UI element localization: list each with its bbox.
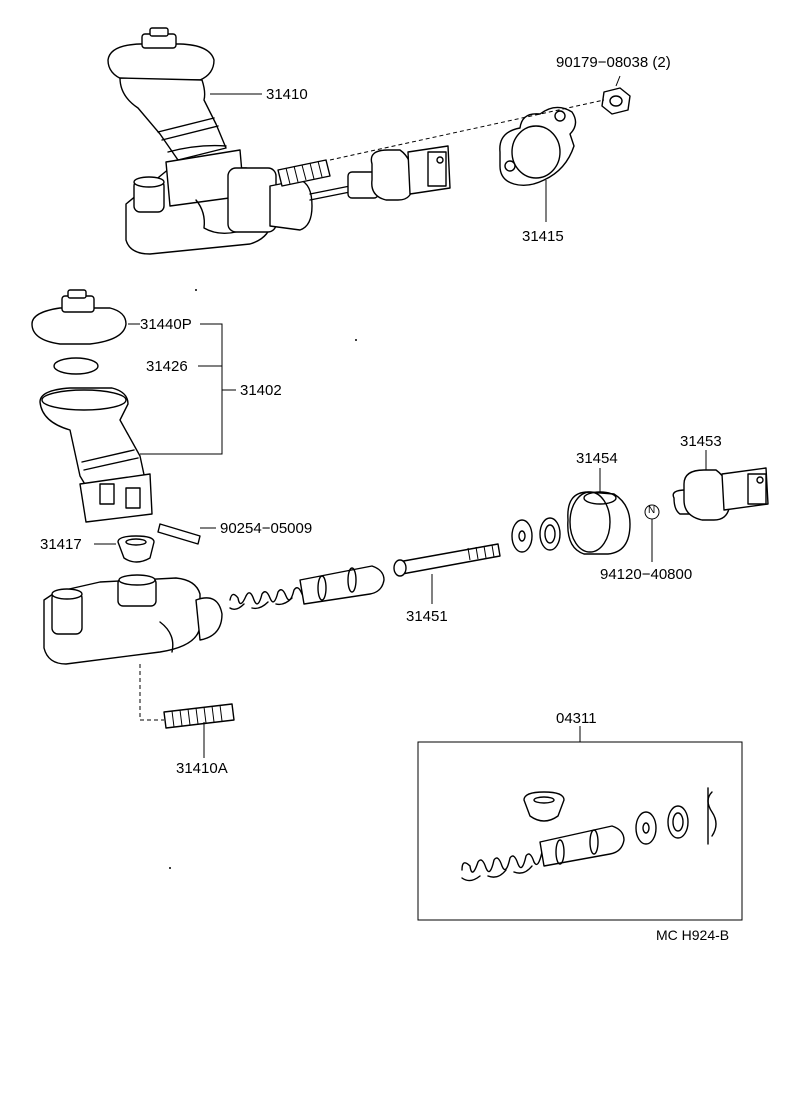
- repair-kit-04311: [417, 726, 743, 921]
- snap-ring: [539, 517, 561, 551]
- label-n-mark: N: [648, 505, 656, 516]
- boot-31454: [567, 491, 631, 555]
- label-31453: 31453: [680, 433, 722, 450]
- stud-31410A: [163, 703, 235, 729]
- label-04311: 04311: [556, 710, 597, 727]
- cylinder-body: [43, 574, 223, 665]
- spring-piston: [229, 565, 385, 611]
- label-90254-05009: 90254−05009: [220, 520, 313, 537]
- label-31410A: 31410A: [176, 760, 228, 777]
- grommet-31417: [117, 535, 155, 563]
- label-31415: 31415: [522, 228, 564, 245]
- pin-90254: [157, 523, 201, 545]
- pushrod-31451: [393, 543, 501, 577]
- clevis-31453: [672, 467, 769, 521]
- label-31417: 31417: [40, 536, 82, 553]
- label-31440P: 31440P: [140, 316, 192, 333]
- reservoir-parts: [31, 289, 153, 523]
- label-31410: 31410: [266, 86, 308, 103]
- diagram-code: MC H924-B: [656, 927, 730, 943]
- assembled-master-cylinder: [107, 27, 631, 255]
- washer: [511, 519, 533, 553]
- label-94120-40800: 94120−40800: [600, 566, 693, 583]
- label-31451: 31451: [406, 608, 448, 625]
- label-31454: 31454: [576, 450, 618, 467]
- label-31402: 31402: [240, 382, 282, 399]
- label-90179-08038: 90179−08038 (2): [556, 54, 671, 71]
- label-31426: 31426: [146, 358, 188, 375]
